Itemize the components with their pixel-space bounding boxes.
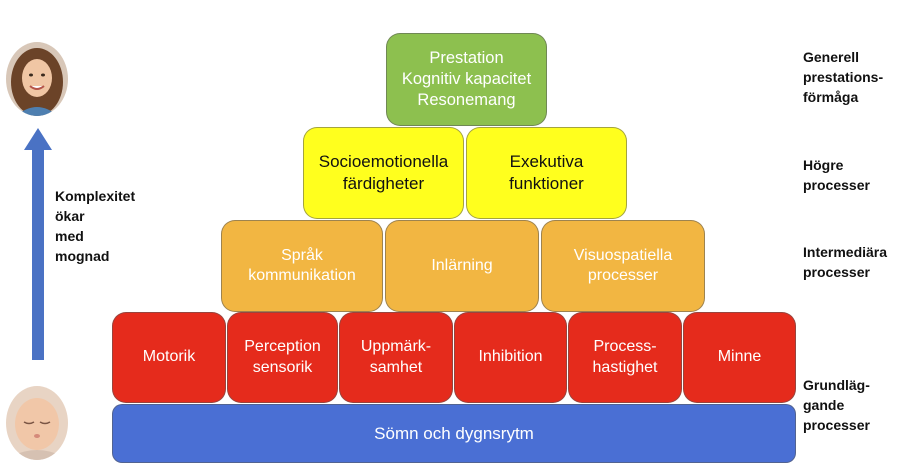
motor-skills-box: Motorik: [112, 312, 226, 403]
complexity-note: Komplexitet ökar med mognad: [55, 188, 136, 264]
perception-box: Perception sensorik: [227, 312, 338, 403]
level-label-higher: Högre processer: [803, 157, 870, 193]
girl-photo: [6, 42, 68, 116]
complexity-arrow: [24, 128, 52, 360]
learning-box: Inlärning: [385, 220, 539, 312]
executive-functions-box: Exekutiva funktioner: [466, 127, 627, 219]
sleep-base-box: Sömn och dygnsrytm: [112, 404, 796, 463]
memory-box: Minne: [683, 312, 796, 403]
level-label-general: Generell prestations- förmåga: [803, 49, 884, 105]
socioemotional-skills-box: Socioemotionella färdigheter: [303, 127, 464, 219]
attention-box: Uppmärk- samhet: [339, 312, 453, 403]
language-communication-box: Språk kommunikation: [221, 220, 383, 312]
baby-photo: [6, 386, 68, 460]
inhibition-box: Inhibition: [454, 312, 567, 403]
level-label-intermediate: Intermediära processer: [803, 244, 888, 280]
visuospatial-processes-box: Visuospatiella processer: [541, 220, 705, 312]
processing-speed-box: Process- hastighet: [568, 312, 682, 403]
performance-box: Prestation Kognitiv kapacitet Resonemang: [386, 33, 547, 126]
level-label-basic: Grundläg- gande processer: [803, 377, 870, 433]
